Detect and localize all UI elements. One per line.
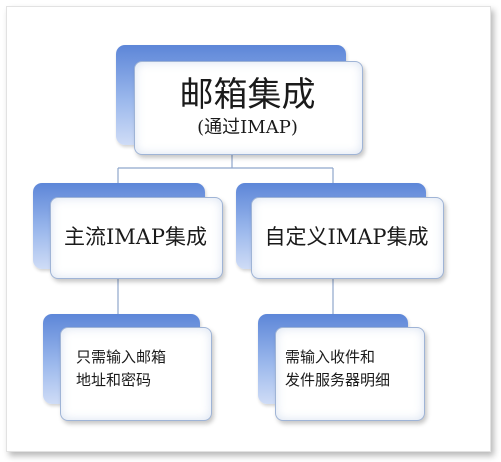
root-title: 邮箱集成 [179, 75, 316, 115]
right-branch-label: 自定义IMAP集成 [264, 225, 429, 249]
left-leaf-line-1: 只需输入邮箱 [76, 348, 167, 366]
left-branch-text: 主流IMAP集成 [50, 197, 221, 277]
root-node-card [134, 61, 363, 155]
left-branch-card [50, 197, 223, 279]
left-leaf-line-2: 地址和密码 [76, 371, 152, 389]
left-leaf-text: 只需输入邮箱 地址和密码 [76, 339, 206, 399]
left-branch-label: 主流IMAP集成 [63, 225, 208, 249]
left-leaf-card [60, 327, 212, 421]
right-leaf-line-2: 发件服务器明细 [285, 371, 391, 389]
root-subtitle: (通过IMAP) [197, 117, 298, 138]
right-leaf-line-1: 需输入收件和 [285, 348, 376, 366]
right-branch-text: 自定义IMAP集成 [251, 197, 442, 277]
right-leaf-card [275, 327, 425, 421]
right-leaf-text: 需输入收件和 发件服务器明细 [285, 339, 419, 399]
right-branch-card [251, 197, 444, 279]
root-node-text: 邮箱集成 (通过IMAP) [134, 61, 361, 153]
